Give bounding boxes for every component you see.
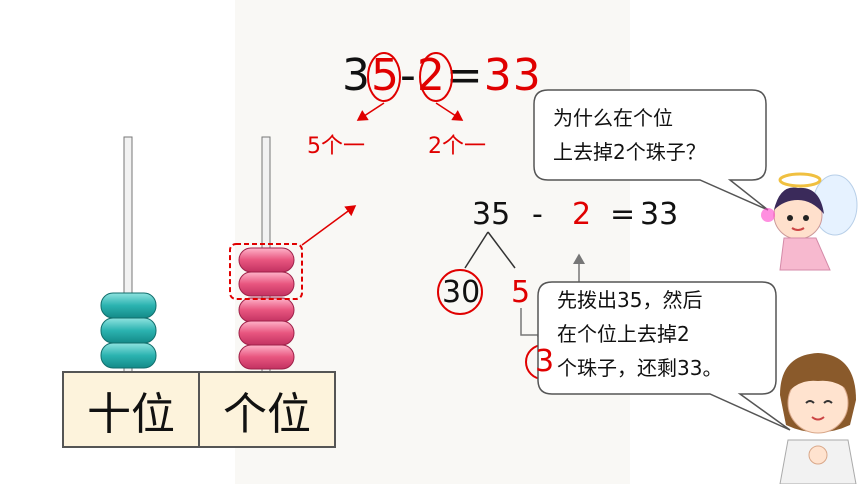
circle-30 — [437, 269, 483, 315]
ones-bead — [238, 344, 295, 370]
mid-eq-minus: - — [532, 197, 543, 232]
arrow-beads-to-2 — [301, 205, 357, 246]
arrow-2-ones — [435, 102, 464, 121]
split-line-left — [464, 231, 489, 269]
tens-bead — [100, 292, 157, 319]
mid-eq-minuend: 35 — [472, 197, 511, 232]
ones-place-label: 个位 — [198, 371, 336, 448]
ones-bead — [238, 320, 295, 346]
circle-2-top — [419, 52, 453, 102]
split-tens: 30 — [442, 275, 481, 310]
label-5-ones: 5个一 — [307, 134, 365, 159]
ones-bead — [238, 297, 295, 323]
tens-bead — [100, 317, 157, 344]
label-2-ones: 2个一 — [428, 134, 486, 159]
fairy-character — [761, 172, 858, 271]
bubble-question-shape — [533, 89, 769, 211]
mid-eq-equals: = — [610, 197, 636, 232]
bubble-answer-line1: 先拨出35，然后 — [557, 288, 703, 312]
bubble-question-line1: 为什么在个位 — [553, 106, 673, 130]
bubble-question-line2: 上去掉2个珠子？ — [553, 140, 706, 164]
split-ones: 5 — [511, 275, 531, 310]
top-eq-digit-tens: 3 — [342, 50, 371, 101]
arrow-5-ones — [356, 102, 385, 121]
top-eq-result: 33 — [483, 50, 542, 101]
bubble-answer-line2: 在个位上去掉2 — [557, 322, 690, 346]
mid-eq-subtrahend: 2 — [572, 197, 592, 232]
top-equation: 35-2=33 — [342, 50, 542, 101]
tens-bead — [100, 342, 157, 369]
top-eq-subtrahend: 2 — [416, 50, 446, 101]
top-eq-minus: - — [400, 50, 417, 101]
removed-beads-selection — [229, 243, 303, 300]
ones-bead — [238, 271, 295, 297]
split-result-ones: 3 — [535, 344, 555, 379]
circle-5-top — [367, 52, 401, 102]
split-line-right — [487, 231, 516, 269]
ones-bead — [238, 247, 295, 273]
bubble-answer-line3: 个珠子，还剩33。 — [557, 356, 723, 380]
tens-place-label: 十位 — [62, 371, 200, 448]
mid-eq-result: 33 — [640, 197, 679, 232]
girl-character — [779, 353, 857, 484]
bubble-answer-shape — [537, 281, 791, 431]
